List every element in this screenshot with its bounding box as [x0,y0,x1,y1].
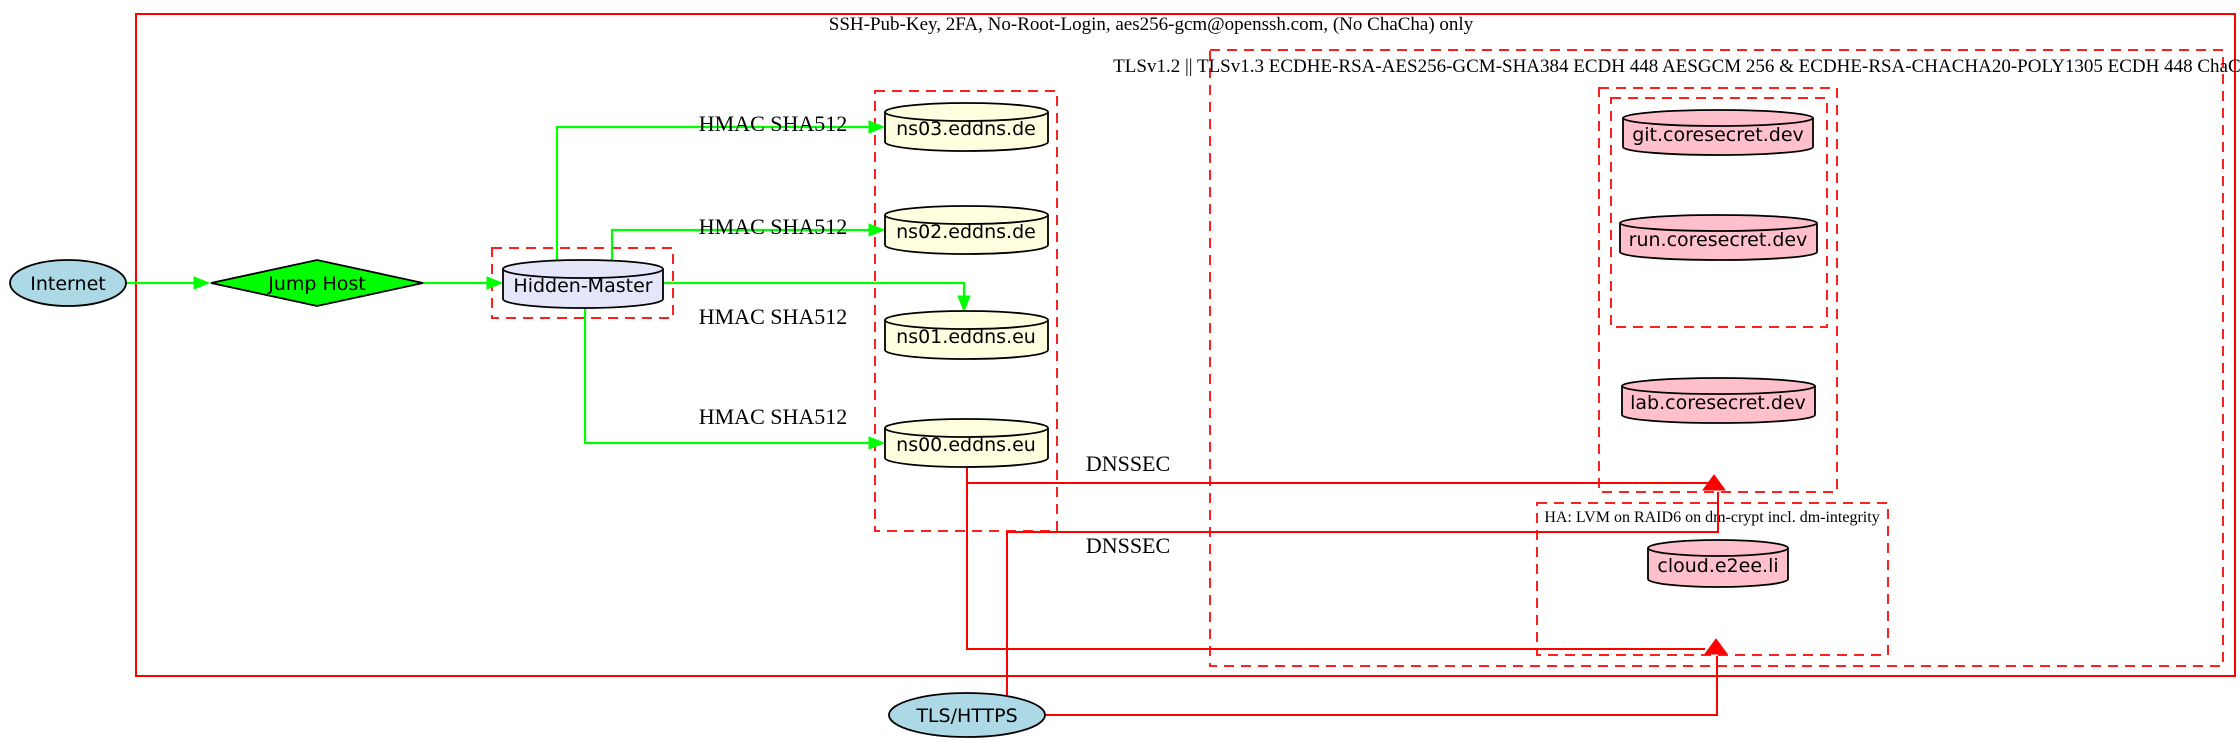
node-tls-https-label: TLS/HTTPS [915,705,1017,727]
edge-hiddenmaster-to-ns00 [583,308,886,450]
node-git-label: git.coresecret.dev [1632,124,1804,146]
cluster-ssh-label: SSH-Pub-Key, 2FA, No-Root-Login, aes256-… [829,14,1474,35]
cluster-ha: HA: LVM on RAID6 on dm-crypt incl. dm-in… [1536,502,1889,656]
edge-jumphost-to-hiddenmaster [423,276,504,290]
edge-label-hmac-4: HMAC SHA512 [699,404,848,429]
node-ns03-label: ns03.eddns.de [896,118,1036,140]
edge-label-hmac-2: HMAC SHA512 [699,214,848,239]
cluster-ha-label: HA: LVM on RAID6 on dm-crypt incl. dm-in… [1544,509,1879,526]
edge-hiddenmaster-to-ns03 [555,120,886,260]
node-ns00-label: ns00.eddns.eu [896,434,1036,456]
node-internet: Internet [9,259,127,307]
node-git: git.coresecret.dev [1622,109,1814,156]
edge-tlshttps-to-ha [1045,656,1718,716]
arrowhead-right-icon [868,436,886,450]
edge-label-hmac-1: HMAC SHA512 [699,111,848,136]
edge-tlshttps-to-coresecret [1006,492,1719,697]
edge-label-hmac-3: HMAC SHA512 [699,304,848,329]
node-hidden-master: Hidden-Master [502,259,664,309]
arrowhead-down-icon [957,295,971,313]
node-ns01: ns01.eddns.eu [884,310,1049,360]
node-ns03: ns03.eddns.de [884,102,1049,152]
cluster-tls-label: TLSv1.2 || TLSv1.3 ECDHE-RSA-AES256-GCM-… [1113,56,2240,77]
arrowhead-right-icon [868,120,886,134]
node-cloud-label: cloud.e2ee.li [1657,555,1778,577]
node-ns02: ns02.eddns.de [884,205,1049,255]
cluster-coresecret-border [1598,87,1838,493]
edge-dnssec-to-ha [966,483,1705,650]
node-tls-https: TLS/HTTPS [888,692,1046,738]
cluster-ssh-border [135,13,2236,677]
edge-hiddenmaster-to-ns01 [663,281,971,313]
arrowhead-right-icon [193,276,211,290]
node-internet-label: Internet [30,273,105,295]
node-run-label: run.coresecret.dev [1629,229,1808,251]
cluster-tls-border [1209,49,2224,667]
cluster-git-run-border [1610,97,1828,328]
cluster-ha-border [1536,502,1889,656]
node-lab: lab.coresecret.dev [1621,377,1816,424]
node-ns00: ns00.eddns.eu [884,418,1049,468]
edge-label-dnssec-1: DNSSEC [1086,451,1170,476]
node-lab-label: lab.coresecret.dev [1630,392,1806,414]
cluster-ssh: SSH-Pub-Key, 2FA, No-Root-Login, aes256-… [135,13,2236,677]
node-hidden-master-label: Hidden-Master [513,275,652,297]
node-ns02-label: ns02.eddns.de [896,221,1036,243]
arrowhead-right-icon [486,276,504,290]
node-jump-host: Jump Host [210,259,424,307]
arrowhead-right-icon [868,223,886,237]
node-cloud: cloud.e2ee.li [1647,539,1789,588]
edge-internet-to-jumphost [126,276,211,290]
edge-label-dnssec-2: DNSSEC [1086,533,1170,558]
edge-hiddenmaster-to-ns02 [610,223,886,260]
cluster-dns-border [874,90,1058,532]
arrowhead-up-icon [1704,638,1728,655]
node-jump-host-label: Jump Host [267,273,366,295]
arrowhead-up-icon [1702,474,1726,491]
node-run: run.coresecret.dev [1619,214,1818,261]
cluster-tls: TLSv1.2 || TLSv1.3 ECDHE-RSA-AES256-GCM-… [1113,49,2240,667]
edge-dnssec-to-coresecret [966,466,1714,484]
node-ns01-label: ns01.eddns.eu [896,326,1036,348]
